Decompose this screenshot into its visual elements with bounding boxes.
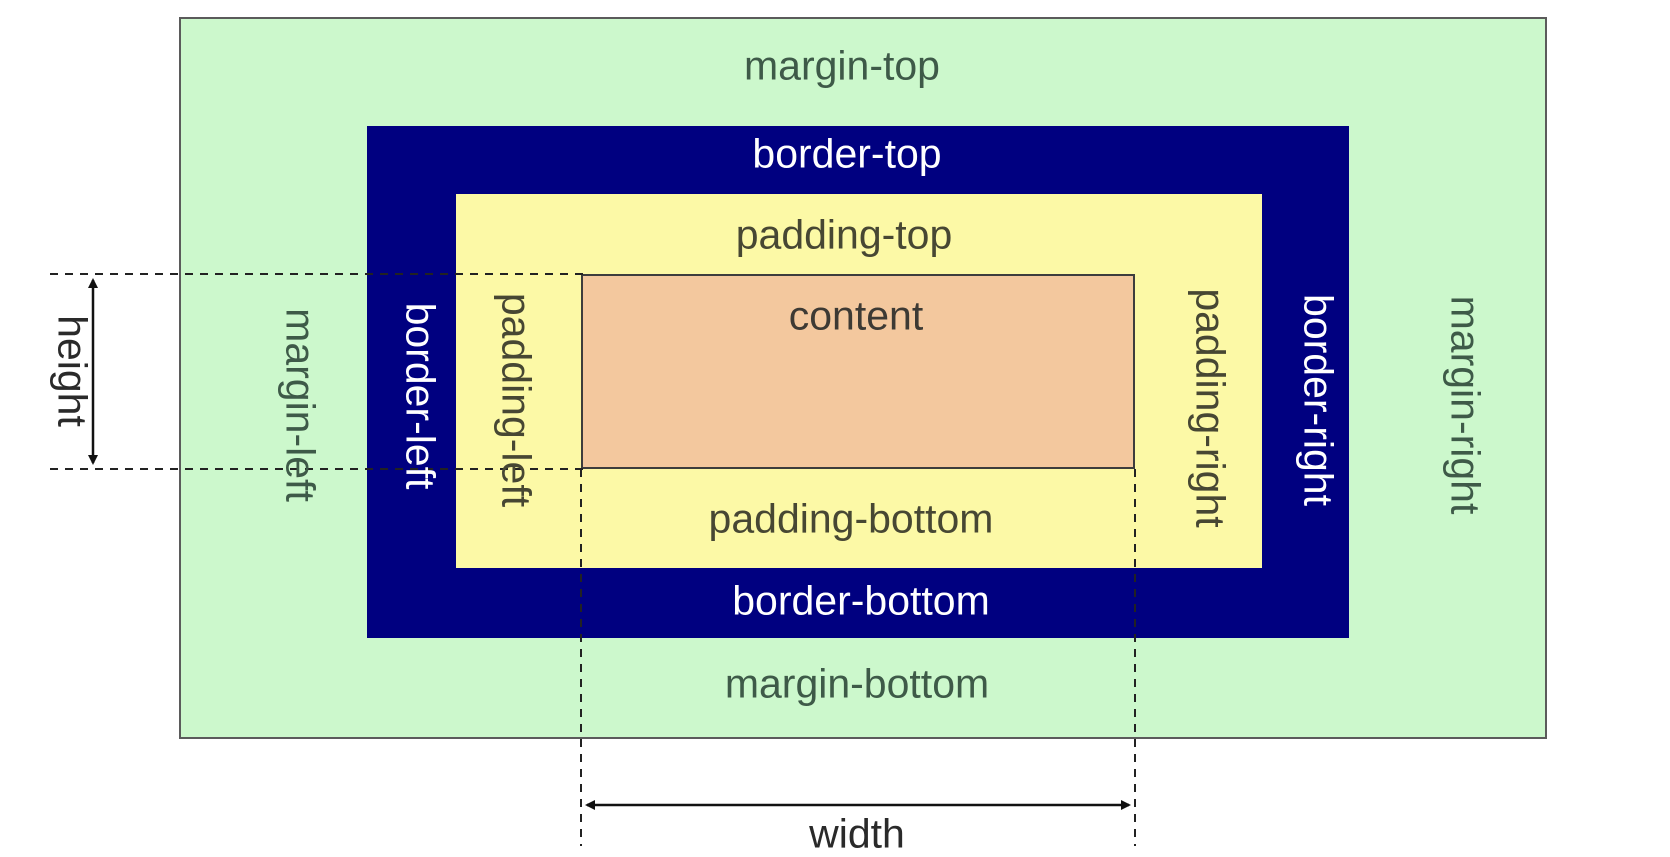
border-right-label: border-right xyxy=(1295,294,1342,506)
padding-top-label: padding-top xyxy=(735,211,953,258)
width-label: width xyxy=(809,810,905,857)
margin-left-label: margin-left xyxy=(277,308,324,502)
padding-right-label: padding-right xyxy=(1187,288,1234,528)
height-label: height xyxy=(49,315,96,427)
padding-left-label: padding-left xyxy=(493,292,540,508)
margin-bottom-label: margin-bottom xyxy=(724,660,990,707)
border-bottom-label: border-bottom xyxy=(732,577,990,624)
content-area xyxy=(581,274,1135,469)
padding-bottom-label: padding-bottom xyxy=(708,495,994,542)
border-left-label: border-left xyxy=(397,302,444,490)
margin-top-label: margin-top xyxy=(744,42,940,89)
content-label: content xyxy=(788,292,924,339)
border-top-label: border-top xyxy=(752,130,942,177)
margin-right-label: margin-right xyxy=(1442,295,1489,515)
